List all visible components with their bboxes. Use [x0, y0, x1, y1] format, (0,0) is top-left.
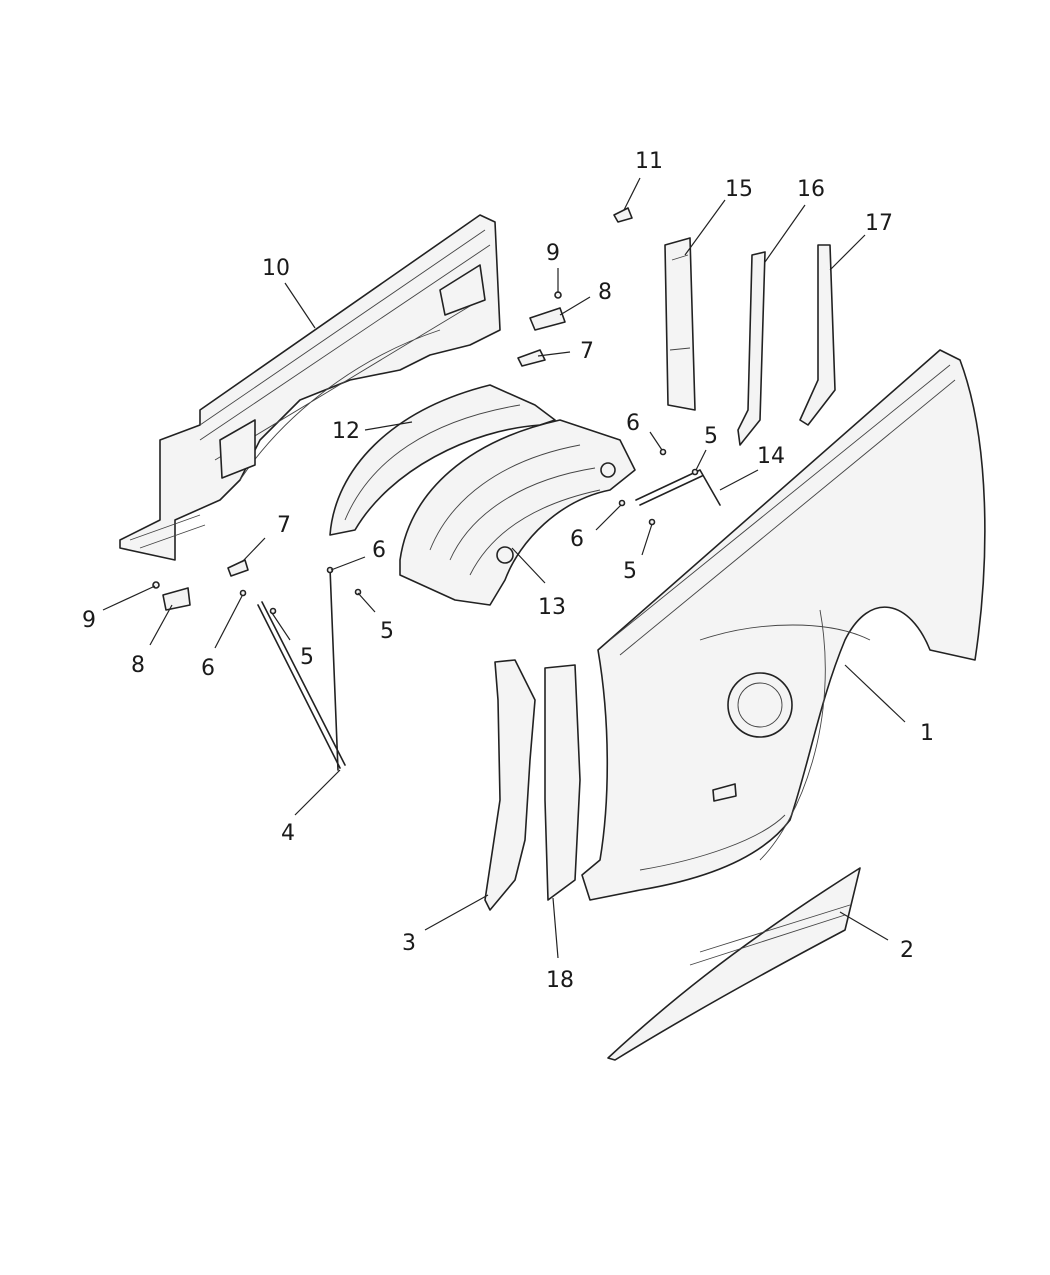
callout-1: 1 [920, 721, 934, 746]
callout-8-upper: 8 [598, 280, 612, 305]
part-6-nut-a [659, 448, 667, 456]
callout-6-d: 6 [201, 656, 215, 681]
callout-3: 3 [402, 931, 416, 956]
callout-12: 12 [332, 419, 360, 444]
leader-lines [102, 177, 906, 959]
callout-15: 15 [725, 177, 753, 202]
part-14-rod [635, 469, 721, 506]
callout-16: 16 [797, 177, 825, 202]
part-15-pillar [664, 237, 696, 411]
part-7-bracket-upper [517, 349, 546, 367]
part-11-clip [613, 207, 633, 223]
part-18-pillar [544, 664, 581, 901]
callout-11: 11 [635, 149, 663, 174]
callout-6-c: 6 [372, 538, 386, 563]
part-2-detail [689, 904, 851, 966]
part-6-nut-b [618, 499, 626, 507]
part-5-screw-d [269, 607, 277, 615]
part-1-outer-side [581, 349, 986, 901]
part-10-inner-panel [119, 214, 501, 561]
callout-5-a: 5 [704, 424, 718, 449]
callout-5-d: 5 [300, 645, 314, 670]
part-7-bracket-lower [227, 559, 249, 577]
callout-4: 4 [281, 821, 295, 846]
callout-5-c: 5 [380, 619, 394, 644]
callout-14: 14 [757, 444, 785, 469]
part-8-bracket-lower [162, 587, 191, 611]
callout-2: 2 [900, 938, 914, 963]
callout-10: 10 [262, 256, 290, 281]
part-16-pillar [737, 251, 766, 446]
part-8-bracket-upper [529, 307, 566, 331]
part-2-lower-trim [607, 867, 861, 1061]
callout-17: 17 [865, 211, 893, 236]
part-17-pillar [799, 244, 836, 426]
part-4-rod-b [329, 567, 339, 771]
callout-6-a: 6 [626, 411, 640, 436]
callout-7-upper: 7 [580, 339, 594, 364]
callout-8-lower: 8 [131, 653, 145, 678]
callout-6-b: 6 [570, 527, 584, 552]
callout-7-lower: 7 [277, 513, 291, 538]
callout-18: 18 [546, 968, 574, 993]
part-4-rod [257, 601, 346, 769]
part-12-wheelhouse-rib [329, 384, 556, 536]
part-5-screw-a [691, 468, 699, 476]
part-5-screw-b [648, 518, 656, 526]
part-13-wheelhouse [399, 419, 636, 606]
callout-13: 13 [538, 595, 566, 620]
callout-9-lower: 9 [82, 608, 96, 633]
part-5-screw-c [354, 588, 362, 596]
part-6-nut-d [239, 589, 247, 597]
callout-9-upper: 9 [546, 241, 560, 266]
part-3-bracket [484, 659, 536, 911]
callout-5-b: 5 [623, 559, 637, 584]
